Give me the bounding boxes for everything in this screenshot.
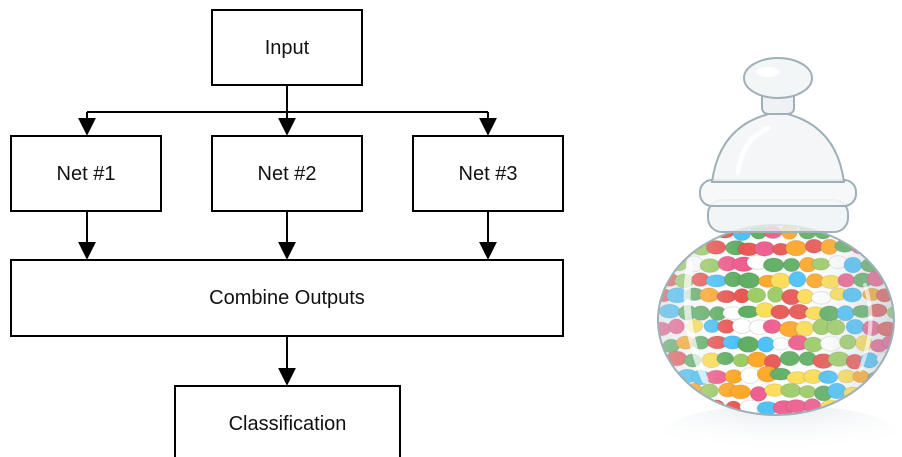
candy [876,385,894,402]
input-label: Input [264,36,310,59]
candy [861,225,882,239]
candy [868,240,888,258]
candy [676,238,696,254]
jar-reflection [660,405,900,457]
candy [877,225,894,239]
combine-outputs-label: Combine Outputs [209,287,365,309]
classification-box: Classification [174,385,401,457]
candy [661,402,679,415]
candy [668,384,691,402]
ensemble-flowchart: Input Net #1 Net #2 Net #3 Combine Outpu… [10,9,564,457]
net-1-label: Net #1 [56,162,116,185]
candy [658,225,671,240]
net-3-box: Net #3 [412,135,564,212]
net-2-label: Net #2 [257,162,317,185]
candy [878,257,894,272]
candy [885,240,894,254]
candy [660,241,683,258]
net-1-box: Net #1 [10,135,162,212]
candy [884,272,894,288]
lid-knob [743,57,813,99]
candy [860,384,883,400]
candy-jar-illustration [657,57,900,457]
candy [678,398,696,414]
candy [883,400,894,415]
candy [682,226,704,240]
classification-label: Classification [228,413,347,435]
knob-highlight [756,67,780,77]
candy [658,255,670,270]
candy [846,225,866,239]
jar-body [657,224,895,416]
combine-outputs-box: Combine Outputs [10,259,564,337]
jar-highlight [683,261,709,384]
net-3-label: Net #3 [458,162,518,185]
candy [883,367,894,383]
jar-lid-base [699,179,857,207]
jar-lid-dome [710,110,846,183]
candy [866,400,890,415]
net-2-box: Net #2 [211,135,363,212]
candy [658,382,675,399]
lid-highlight [735,125,771,175]
candy [666,225,690,239]
jar-highlight-right [858,283,873,372]
input-box: Input [211,9,363,86]
candy-jar-image [650,50,902,457]
